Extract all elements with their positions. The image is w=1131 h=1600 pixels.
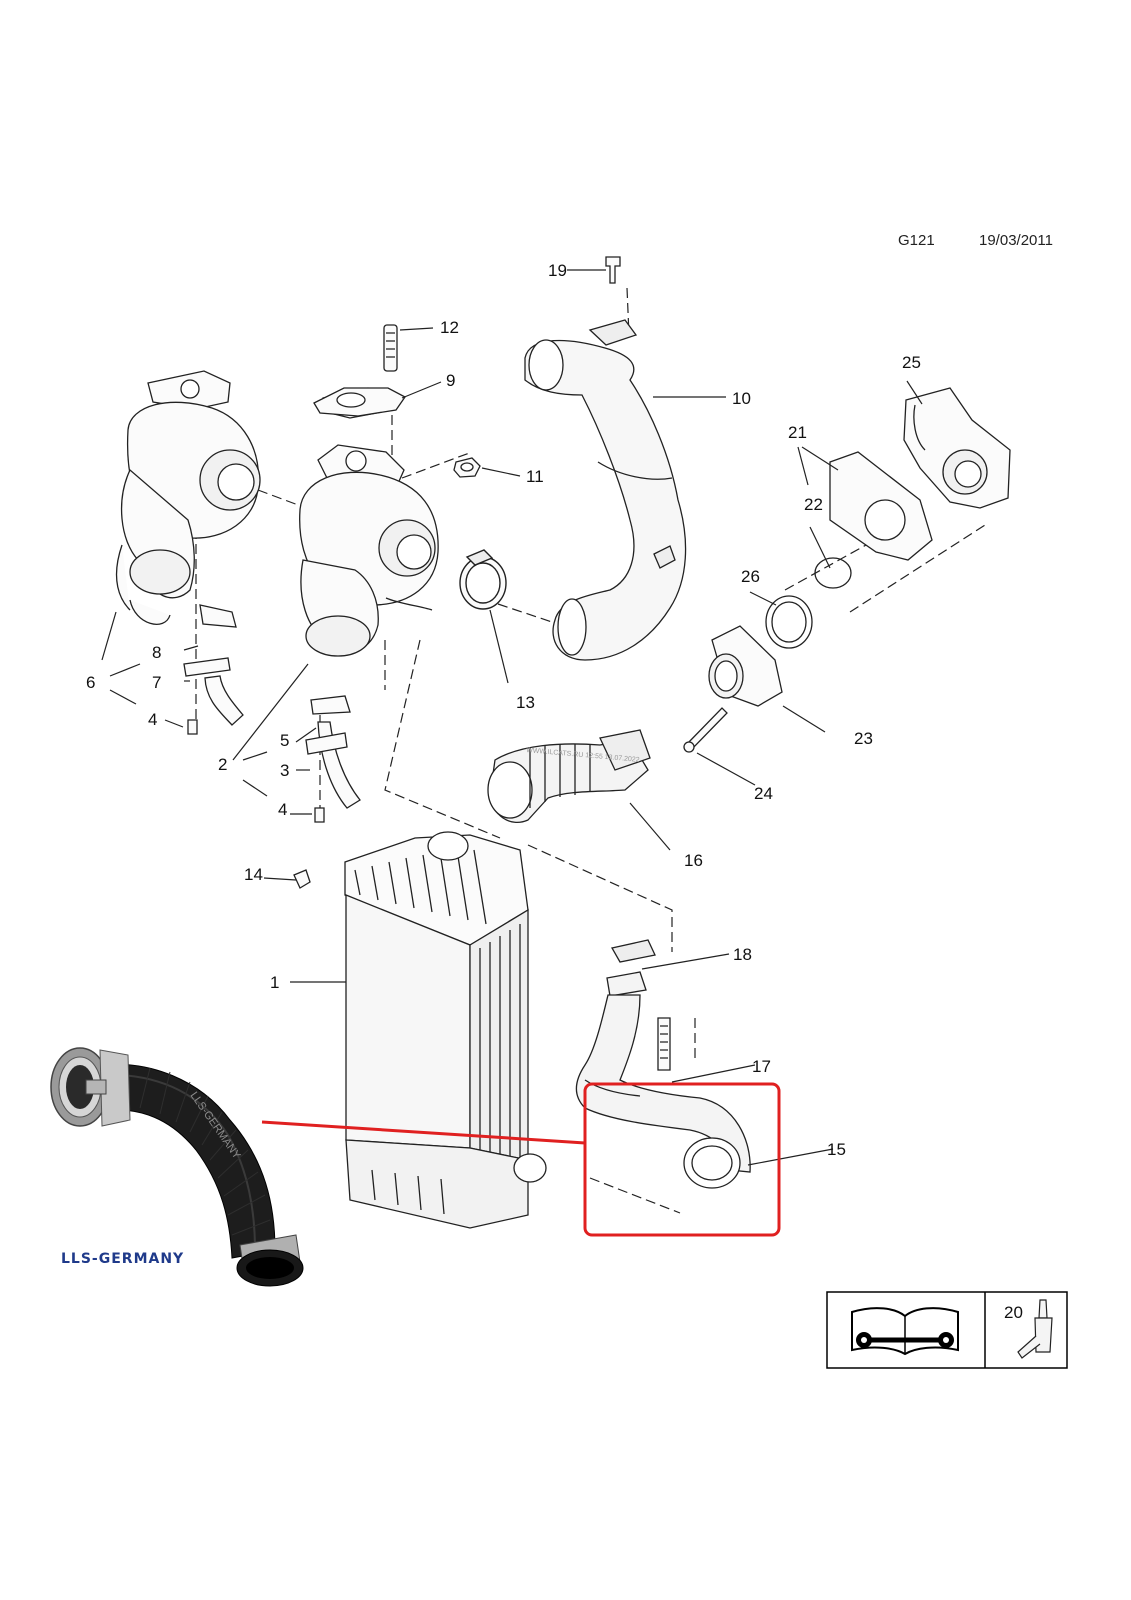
brand-label: LLS-GERMANY bbox=[61, 1251, 185, 1267]
leader-lines bbox=[101, 269, 923, 1166]
callout-21: 21 bbox=[788, 423, 807, 442]
callout-25: 25 bbox=[902, 353, 921, 372]
intake-pipe bbox=[524, 319, 687, 661]
callout-19: 19 bbox=[548, 261, 567, 280]
legend-item-20: 20 bbox=[1004, 1303, 1023, 1322]
callout-24: 24 bbox=[754, 784, 773, 803]
highlight-connector bbox=[261, 1120, 586, 1145]
highlight bbox=[261, 1082, 781, 1237]
book-wrench-icon bbox=[851, 1307, 959, 1356]
legend: 20 bbox=[826, 1291, 1068, 1369]
callout-1: 1 bbox=[270, 973, 279, 992]
callout-23: 23 bbox=[854, 729, 873, 748]
callout-12: 12 bbox=[440, 318, 459, 337]
callout-8: 8 bbox=[152, 643, 161, 662]
outlet-hose-15 bbox=[575, 939, 751, 1189]
callout-11: 11 bbox=[526, 467, 544, 486]
callout-26: 26 bbox=[741, 567, 760, 586]
callout-9: 9 bbox=[446, 371, 455, 390]
callout-2: 2 bbox=[218, 755, 227, 774]
turbocharger-left bbox=[115, 370, 261, 726]
sealant-bottle-icon bbox=[1017, 1299, 1053, 1359]
intercooler bbox=[344, 831, 547, 1229]
callout-22: 22 bbox=[804, 495, 823, 514]
adapter-flange bbox=[708, 625, 783, 707]
small-hardware bbox=[187, 256, 728, 1071]
callout-13: 13 bbox=[516, 693, 535, 712]
callout-6: 6 bbox=[86, 673, 95, 692]
diagram-date: 19/03/2011 bbox=[979, 232, 1053, 249]
callout-10: 10 bbox=[732, 389, 751, 408]
product-photo-hose: LLS-GERMANY bbox=[50, 1047, 304, 1287]
diagram-code: G121 bbox=[898, 232, 935, 249]
callout-7: 7 bbox=[152, 673, 161, 692]
callout-15: 15 bbox=[827, 1140, 846, 1159]
corrugated-hose bbox=[487, 729, 651, 823]
highlight-box bbox=[583, 1082, 781, 1237]
callout-5: 5 bbox=[280, 731, 289, 750]
callout-4a: 4 bbox=[148, 710, 157, 729]
hose-clamp bbox=[459, 549, 507, 610]
callout-14: 14 bbox=[244, 865, 263, 884]
callout-3: 3 bbox=[280, 761, 289, 780]
callout-18: 18 bbox=[733, 945, 752, 964]
throttle-assembly bbox=[765, 387, 1011, 649]
callout-17: 17 bbox=[752, 1057, 771, 1076]
turbocharger-center bbox=[299, 387, 439, 809]
callout-16: 16 bbox=[684, 851, 703, 870]
callouts: 19 12 9 10 25 21 11 22 26 8 6 7 13 4 23 … bbox=[86, 261, 921, 1159]
callout-4b: 4 bbox=[278, 800, 287, 819]
